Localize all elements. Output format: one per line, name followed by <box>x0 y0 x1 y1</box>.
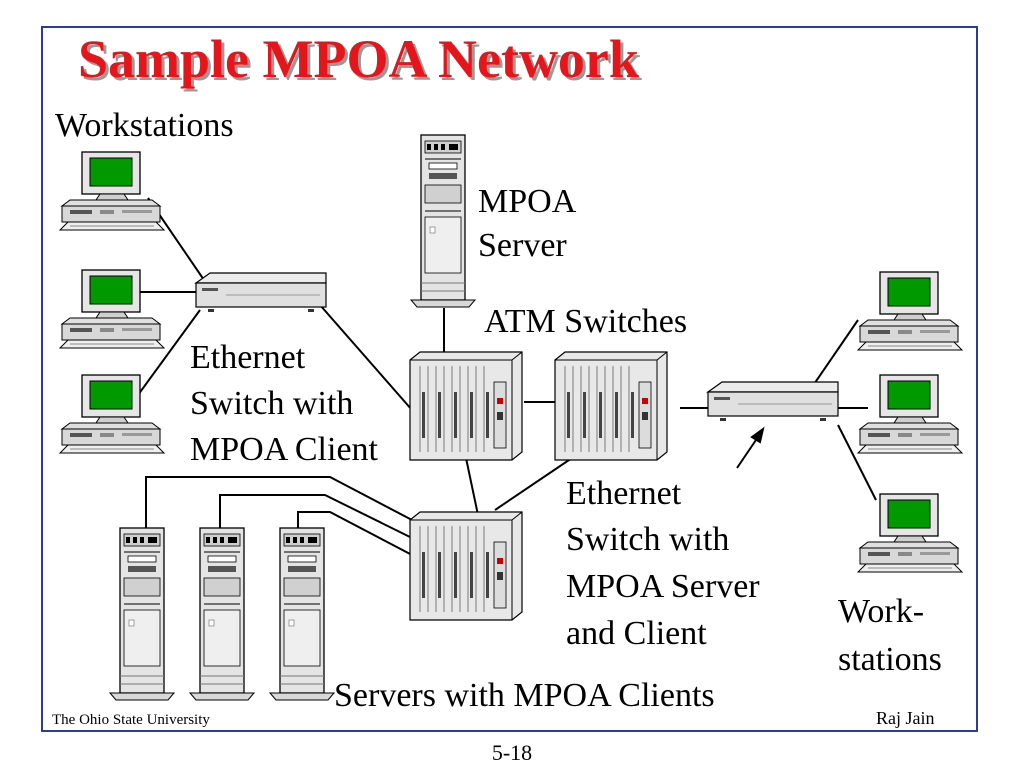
server-client-icon <box>269 527 335 701</box>
footer-university: The Ohio State University <box>52 712 210 728</box>
ethernet-switch-server-client-icon <box>707 381 839 422</box>
workstation-icon <box>857 493 963 573</box>
label-atm-switches: ATM Switches <box>484 303 688 340</box>
label-workstations-left: Workstations <box>55 107 234 144</box>
page-title: Sample MPOA Network <box>78 29 639 89</box>
label-eth-sc-4: and Client <box>566 615 707 652</box>
mpoa-server-icon <box>410 134 476 308</box>
label-mpoa-server-2: Server <box>478 227 567 264</box>
workstation-icon <box>59 151 165 231</box>
label-eth-client-1: Ethernet <box>190 339 306 376</box>
label-mpoa-server-1: MPOA <box>478 183 577 220</box>
workstation-icon <box>857 374 963 454</box>
page-number: 5-18 <box>491 740 533 765</box>
ethernet-switch-client-icon <box>195 272 327 313</box>
label-eth-client-3: MPOA Client <box>190 431 378 468</box>
label-workstations-right-2: stations <box>838 641 942 678</box>
workstation-icon <box>59 374 165 454</box>
footer-author: Raj Jain <box>876 708 935 728</box>
label-eth-sc-3: MPOA Server <box>566 568 760 605</box>
label-workstations-right-1: Work- <box>838 593 925 630</box>
atm-switch-icon <box>409 351 523 461</box>
label-eth-sc-2: Switch with <box>566 521 730 558</box>
label-eth-client-2: Switch with <box>190 385 354 422</box>
atm-switch-icon <box>409 511 523 621</box>
connection-lines <box>137 197 877 556</box>
server-client-icon <box>109 527 175 701</box>
server-client-icon <box>189 527 255 701</box>
workstation-icon <box>857 271 963 351</box>
workstation-icon <box>59 269 165 349</box>
slide-frame <box>41 26 978 732</box>
atm-switch-icon <box>554 351 668 461</box>
label-eth-sc-1: Ethernet <box>566 475 682 512</box>
label-servers-clients: Servers with MPOA Clients <box>334 677 715 714</box>
